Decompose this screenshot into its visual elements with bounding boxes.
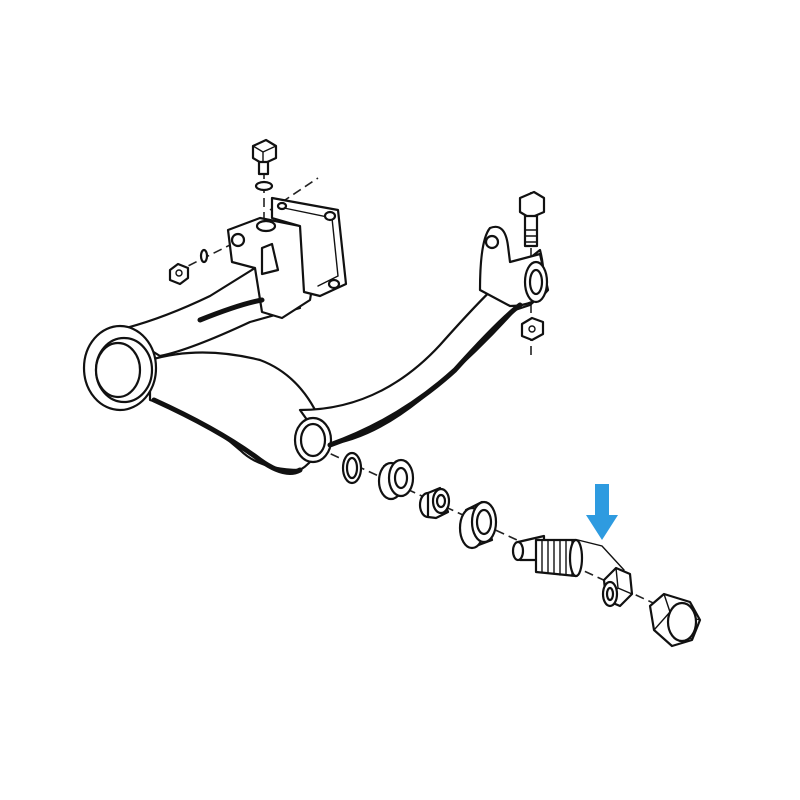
mounting-flange xyxy=(270,196,348,298)
flange-nut xyxy=(168,248,209,286)
ball-bearing xyxy=(377,458,415,501)
swingarm xyxy=(82,216,550,475)
flange-axis-line-2 xyxy=(269,177,319,211)
cap-nut xyxy=(648,592,702,648)
down-arrow-icon xyxy=(586,484,618,540)
pivot-axis-line xyxy=(317,447,691,621)
pivot-nut xyxy=(520,316,545,342)
circlip xyxy=(341,451,363,485)
flange-bolt xyxy=(251,138,278,176)
pivot-pin-bolt xyxy=(518,190,546,248)
lock-nut xyxy=(601,566,634,608)
spacer-sleeve xyxy=(418,486,451,520)
flange-washer xyxy=(254,180,274,192)
callout-line xyxy=(577,539,625,571)
bearing-race xyxy=(458,500,498,550)
threaded-pivot-pin xyxy=(511,534,584,578)
